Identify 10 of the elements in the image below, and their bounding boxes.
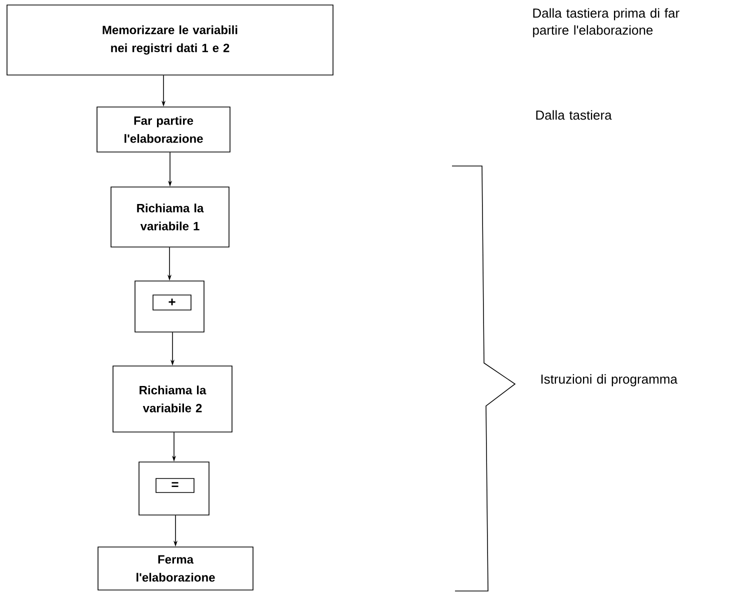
note-text: Dalla tastiera: [536, 110, 612, 120]
process-box: Far partire l'elaborazione: [96, 106, 230, 152]
process-box: Richiama la variabile 2: [112, 366, 232, 432]
process-box: Ferma l'elaborazione: [98, 546, 254, 590]
process-box: Memorizzare le variabili nei registri dati 1 e 2: [6, 4, 334, 76]
key-box: [134, 280, 204, 332]
note-text: Istruzioni di programma: [541, 374, 678, 386]
note-text: Dalla tastiera prima di far partire l'elaborazione: [533, 8, 680, 38]
key-box: [138, 462, 210, 516]
process-box: Richiama la variabile 1: [110, 186, 230, 248]
